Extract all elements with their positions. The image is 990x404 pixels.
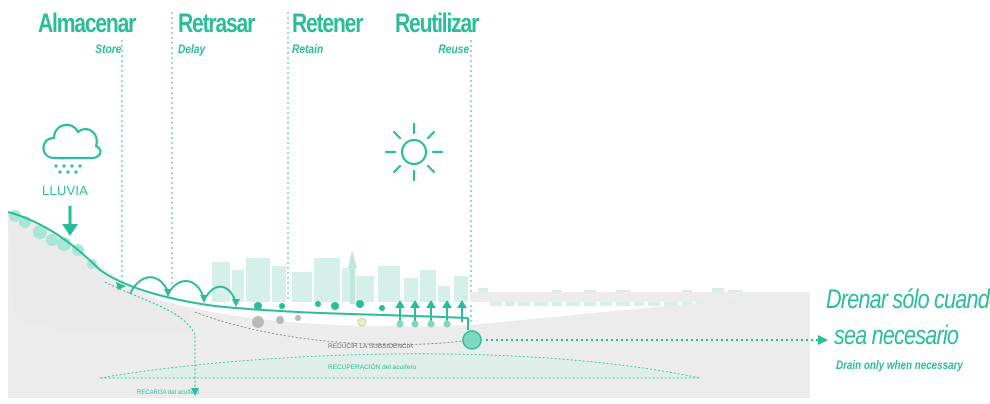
subsidence-curve — [194, 311, 471, 346]
recharge-path — [104, 281, 196, 390]
stage-dividers — [121, 12, 472, 330]
ground-strip — [470, 292, 810, 302]
stage-store: Almacenar Store — [38, 8, 136, 56]
stage-delay: Retrasar Delay — [178, 8, 278, 56]
stage-retain-subtitle: Retain — [292, 42, 324, 56]
stage-delay-subtitle: Delay — [178, 42, 206, 56]
reuse-arrowheads — [395, 300, 467, 308]
stage-store-subtitle: Store — [95, 42, 122, 56]
stage-reuse-title: Reutilizar — [395, 8, 479, 38]
rain-arrow — [62, 206, 78, 236]
flow-arrowhead — [116, 282, 126, 290]
sun-icon — [384, 122, 444, 182]
stage-reuse: Reutilizar Reuse — [395, 8, 479, 56]
stage-retain-title: Retener — [292, 8, 363, 38]
drain-subtitle: Drain only when necessary — [836, 358, 963, 372]
drain-title-line2: sea necesario — [834, 320, 959, 350]
delay-arc-arrowheads — [164, 289, 240, 307]
rain-cloud-icon — [42, 123, 102, 160]
ground-body — [8, 212, 810, 398]
drain-node — [462, 330, 482, 350]
drain-arrowhead — [818, 335, 828, 345]
stage-retain: Retener Retain — [292, 8, 382, 56]
reuse-arrows — [399, 306, 463, 322]
surface-flow — [7, 211, 469, 319]
retain-trees — [254, 300, 385, 311]
rain-drops — [54, 164, 82, 174]
drain-title-line1: Drenar sólo cuando — [826, 284, 990, 314]
retention-basins — [252, 315, 301, 328]
stage-reuse-subtitle: Reuse — [438, 42, 469, 56]
subsidence-label: REDUCIR LA SUBSIDENCIA — [328, 343, 413, 350]
aquifer-recharge-label: RECARGA del acuífero — [137, 390, 200, 396]
stage-delay-title: Retrasar — [178, 8, 255, 38]
aquifer-lens — [99, 353, 701, 379]
recharge-arrowhead — [191, 388, 199, 396]
monument — [348, 250, 357, 304]
infiltration-marker — [357, 317, 367, 327]
stage-store-title: Almacenar — [38, 8, 136, 38]
aquifer-recovery-label: RECUPERACIÓN del acuífero — [328, 364, 417, 371]
reuse-cisterns — [396, 320, 451, 328]
rain-label: LLUVIA — [42, 183, 89, 198]
